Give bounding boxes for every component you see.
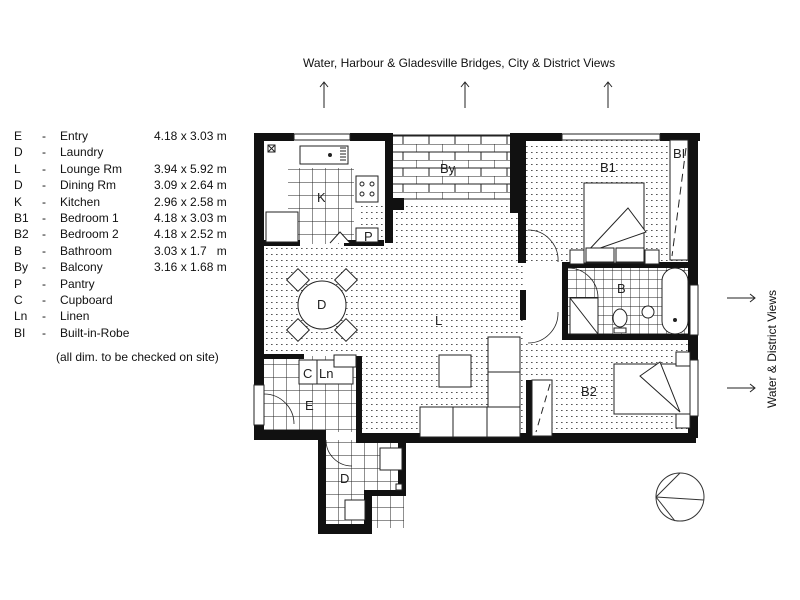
room-label-linen: Ln	[319, 366, 333, 381]
laundry-fixtures	[344, 447, 403, 521]
legend-row: Ln-Linen	[14, 309, 90, 324]
balcony	[391, 134, 515, 200]
room-label-cupboard: C	[303, 366, 312, 381]
dining-table	[285, 267, 359, 343]
legend-row: BI-Built-in-Robe	[14, 325, 130, 340]
room-label-balcony: By	[440, 161, 456, 176]
room-label-laundry: D	[340, 471, 349, 486]
doors	[263, 229, 599, 467]
kitchen-tiles	[288, 168, 354, 244]
kitchen-fixtures	[265, 144, 379, 244]
legend-row: P-Pantry	[14, 276, 95, 291]
top-view-caption: Water, Harbour & Gladesville Bridges, Ci…	[303, 56, 616, 70]
sofa	[419, 336, 521, 438]
room-label-dining: D	[317, 297, 326, 312]
arrow-icon	[319, 81, 613, 108]
room-label-builtin: BI	[673, 146, 685, 161]
legend-row: C-Cupboard	[14, 293, 113, 308]
bed-2	[613, 351, 691, 429]
cupboard-linen	[298, 354, 357, 385]
room-label-entry: E	[305, 398, 314, 413]
room-label-kitchen: K	[317, 190, 326, 205]
north-point-icon	[655, 472, 705, 522]
bed-1	[569, 182, 660, 265]
legend-row: D-Laundry	[14, 145, 104, 160]
bathroom-fixtures	[569, 267, 689, 335]
room-label-bathroom: B	[617, 281, 626, 296]
room-label-lounge: L	[435, 313, 442, 328]
arrow-icon	[727, 293, 756, 393]
room-label-pantry: P	[364, 229, 373, 244]
legend-note: (all dim. to be checked on site)	[56, 350, 219, 365]
coffee-table	[438, 354, 472, 388]
robe-door	[671, 147, 687, 257]
wardrobe-b2	[531, 379, 553, 437]
room-label-bedroom2: B2	[581, 384, 597, 399]
room-label-bedroom1: B1	[600, 160, 616, 175]
